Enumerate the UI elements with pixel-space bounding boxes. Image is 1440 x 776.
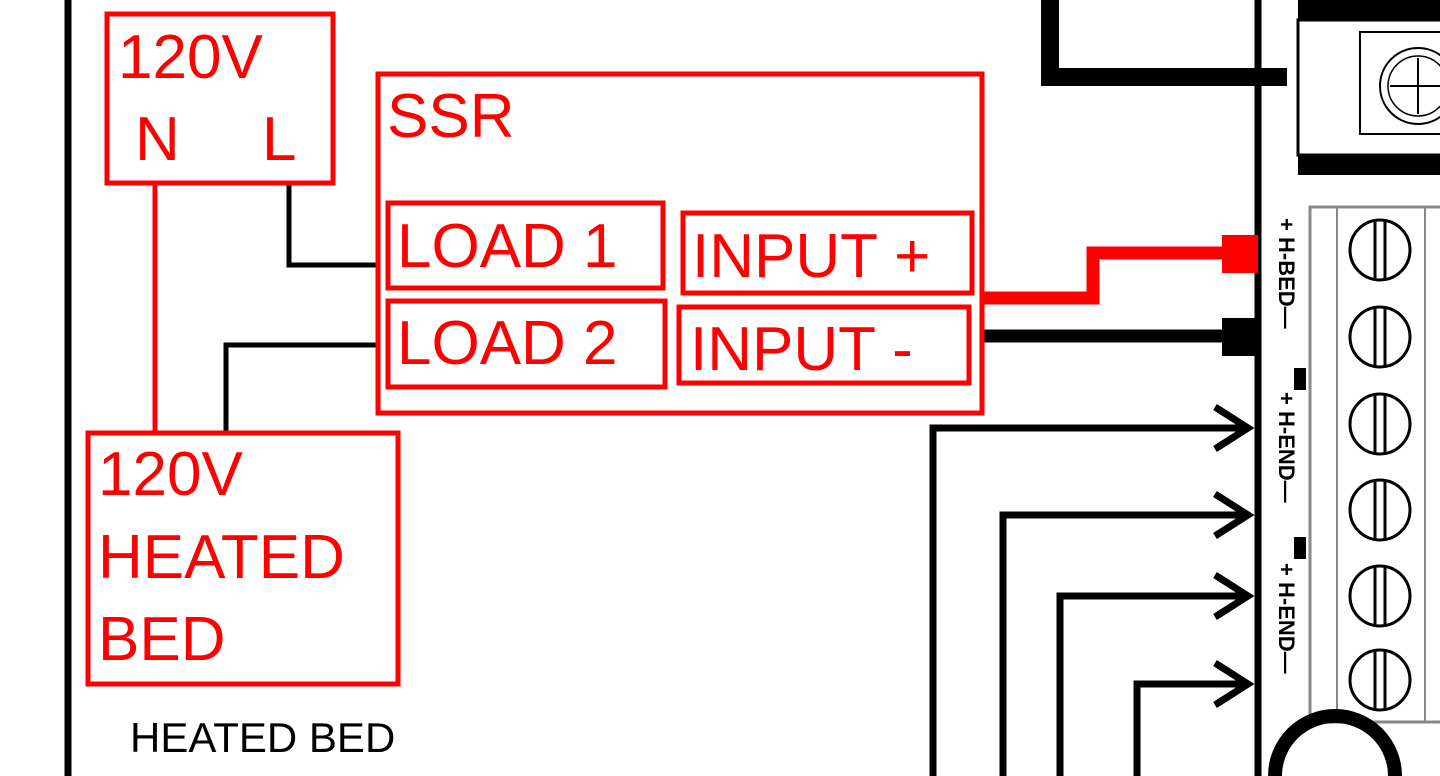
- wire-h-end-2-plus: [1056, 572, 1255, 776]
- arrow-icon: [1213, 491, 1255, 539]
- load1-label: LOAD 1: [397, 212, 618, 281]
- heated-bed-caption: HEATED BED: [130, 714, 395, 761]
- input-plus-label: INPUT +: [692, 222, 930, 291]
- screw-icon: [1348, 564, 1412, 628]
- supply-voltage: 120V: [118, 23, 263, 92]
- input-plus-wire: [984, 235, 1258, 305]
- bed-heated: HEATED: [98, 523, 345, 592]
- screw-icon: [1348, 218, 1412, 282]
- heated-bed-box: 120V HEATED BED: [85, 430, 401, 687]
- bed-bed: BED: [98, 605, 225, 674]
- bed-voltage: 120V: [98, 440, 243, 509]
- ssr-title: SSR: [387, 82, 514, 151]
- supply-box: 120V N L: [104, 11, 336, 186]
- terminal-separator: [1294, 537, 1306, 559]
- terminal-label-1: + H-BED—: [1274, 218, 1299, 329]
- screw-icon: [1348, 648, 1412, 712]
- ssr-box: SSR LOAD 1 LOAD 2 INPUT + INPUT -: [375, 71, 985, 416]
- terminal-block: [1308, 205, 1440, 724]
- supply-neutral: N: [135, 105, 180, 174]
- input-minus-terminal: [676, 304, 972, 386]
- screw-icon: [1348, 305, 1412, 369]
- wire-load2-to-bed: [223, 342, 378, 433]
- screw-icon: [1379, 47, 1440, 125]
- wire-h-end-2-minus: [1133, 660, 1255, 776]
- input-minus-wire: [984, 318, 1258, 356]
- upper-frame-line: [1041, 0, 1287, 86]
- terminal-label-3: + H-END—: [1274, 563, 1299, 674]
- arrow-icon: [1213, 404, 1255, 452]
- fuse-holder: [1296, 0, 1440, 175]
- input-minus-label: INPUT -: [690, 315, 913, 384]
- terminal-separator: [1294, 368, 1306, 390]
- wire-h-end-1-minus: [999, 491, 1255, 776]
- input-plus-terminal: [680, 210, 975, 296]
- mounting-hole: [1268, 709, 1402, 776]
- load2-label: LOAD 2: [397, 309, 618, 378]
- arrow-icon: [1213, 660, 1255, 708]
- arrow-icon: [1213, 572, 1255, 620]
- wire-h-end-1-plus: [929, 404, 1255, 776]
- terminal-label-2: + H-END—: [1274, 392, 1299, 503]
- load2-terminal: [385, 298, 668, 390]
- screw-icon: [1348, 392, 1412, 456]
- wire-line-to-load1: [286, 183, 378, 268]
- screw-icon: [1348, 478, 1412, 542]
- load1-terminal: [385, 200, 666, 291]
- supply-line: L: [262, 105, 296, 174]
